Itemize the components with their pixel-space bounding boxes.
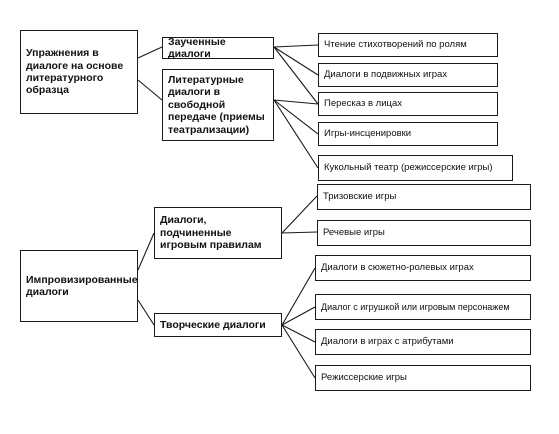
literary-free-dialogues-label: Литературные диалоги в свободной передач…: [168, 74, 265, 136]
connector: [281, 267, 316, 326]
leaf-box: Игры-инсценировки: [318, 122, 498, 146]
literary-free-dialogues-box: Литературные диалоги в свободной передач…: [162, 69, 274, 141]
leaf-box: Диалоги в сюжетно-ролевых играх: [315, 255, 531, 281]
leaf-box: Диалоги в играх с атрибутами: [315, 329, 531, 355]
connector: [137, 79, 163, 101]
creative-dialogues-box: Творческие диалоги: [154, 313, 282, 337]
leaf-box: Речевые игры: [317, 220, 531, 246]
connector: [137, 299, 155, 326]
leaf-label: Речевые игры: [323, 227, 385, 239]
leaf-label: Диалоги в подвижных играх: [324, 69, 448, 81]
creative-dialogues-label: Творческие диалоги: [160, 318, 266, 331]
leaf-box: Пересказ в лицах: [318, 92, 498, 116]
connector: [137, 232, 155, 271]
rules-dialogues-box: Диалоги, подчиненные игровым правилам: [154, 207, 282, 259]
connector: [281, 324, 316, 379]
connector: [137, 46, 163, 59]
leaf-box: Диалог с игрушкой или игровым персонажем: [315, 294, 531, 320]
leaf-label: Тризовские игры: [323, 191, 397, 203]
leaf-label: Диалог с игрушкой или игровым персонажем: [321, 301, 510, 312]
lower-root-box: Импровизированные диалоги: [20, 250, 138, 322]
leaf-label: Пересказ в лицах: [324, 98, 402, 110]
connector: [281, 195, 318, 234]
leaf-label: Диалоги в сюжетно-ролевых играх: [321, 262, 474, 274]
connector: [273, 99, 319, 105]
leaf-label: Кукольный театр (режиссерские игры): [324, 162, 493, 174]
connector: [273, 46, 319, 105]
rules-dialogues-label: Диалоги, подчиненные игровым правилам: [160, 214, 262, 252]
lower-root-label: Импровизированные диалоги: [26, 273, 138, 298]
connector: [281, 324, 316, 343]
leaf-label: Игры-инсценировки: [324, 128, 412, 140]
memorized-dialogues-label: Заученные диалоги: [168, 35, 226, 60]
leaf-label: Чтение стихотворений по ролям: [324, 39, 467, 51]
leaf-box: Режиссерские игры: [315, 365, 531, 391]
upper-root-label: Упражнения в диалоге на основе литератур…: [26, 47, 124, 97]
connector: [273, 44, 319, 48]
connector: [273, 99, 319, 135]
leaf-box: Кукольный театр (режиссерские игры): [318, 155, 513, 181]
connector: [273, 46, 319, 76]
leaf-box: Чтение стихотворений по ролям: [318, 33, 498, 57]
memorized-dialogues-box: Заученные диалоги: [162, 35, 274, 60]
leaf-box: Тризовские игры: [317, 184, 531, 210]
connector: [281, 306, 316, 326]
connector: [273, 99, 319, 169]
upper-root-box: Упражнения в диалоге на основе литератур…: [20, 30, 138, 114]
leaf-label: Диалоги в играх с атрибутами: [321, 336, 454, 348]
connector: [281, 231, 318, 234]
leaf-box: Диалоги в подвижных играх: [318, 63, 498, 87]
leaf-label: Режиссерские игры: [321, 372, 407, 384]
